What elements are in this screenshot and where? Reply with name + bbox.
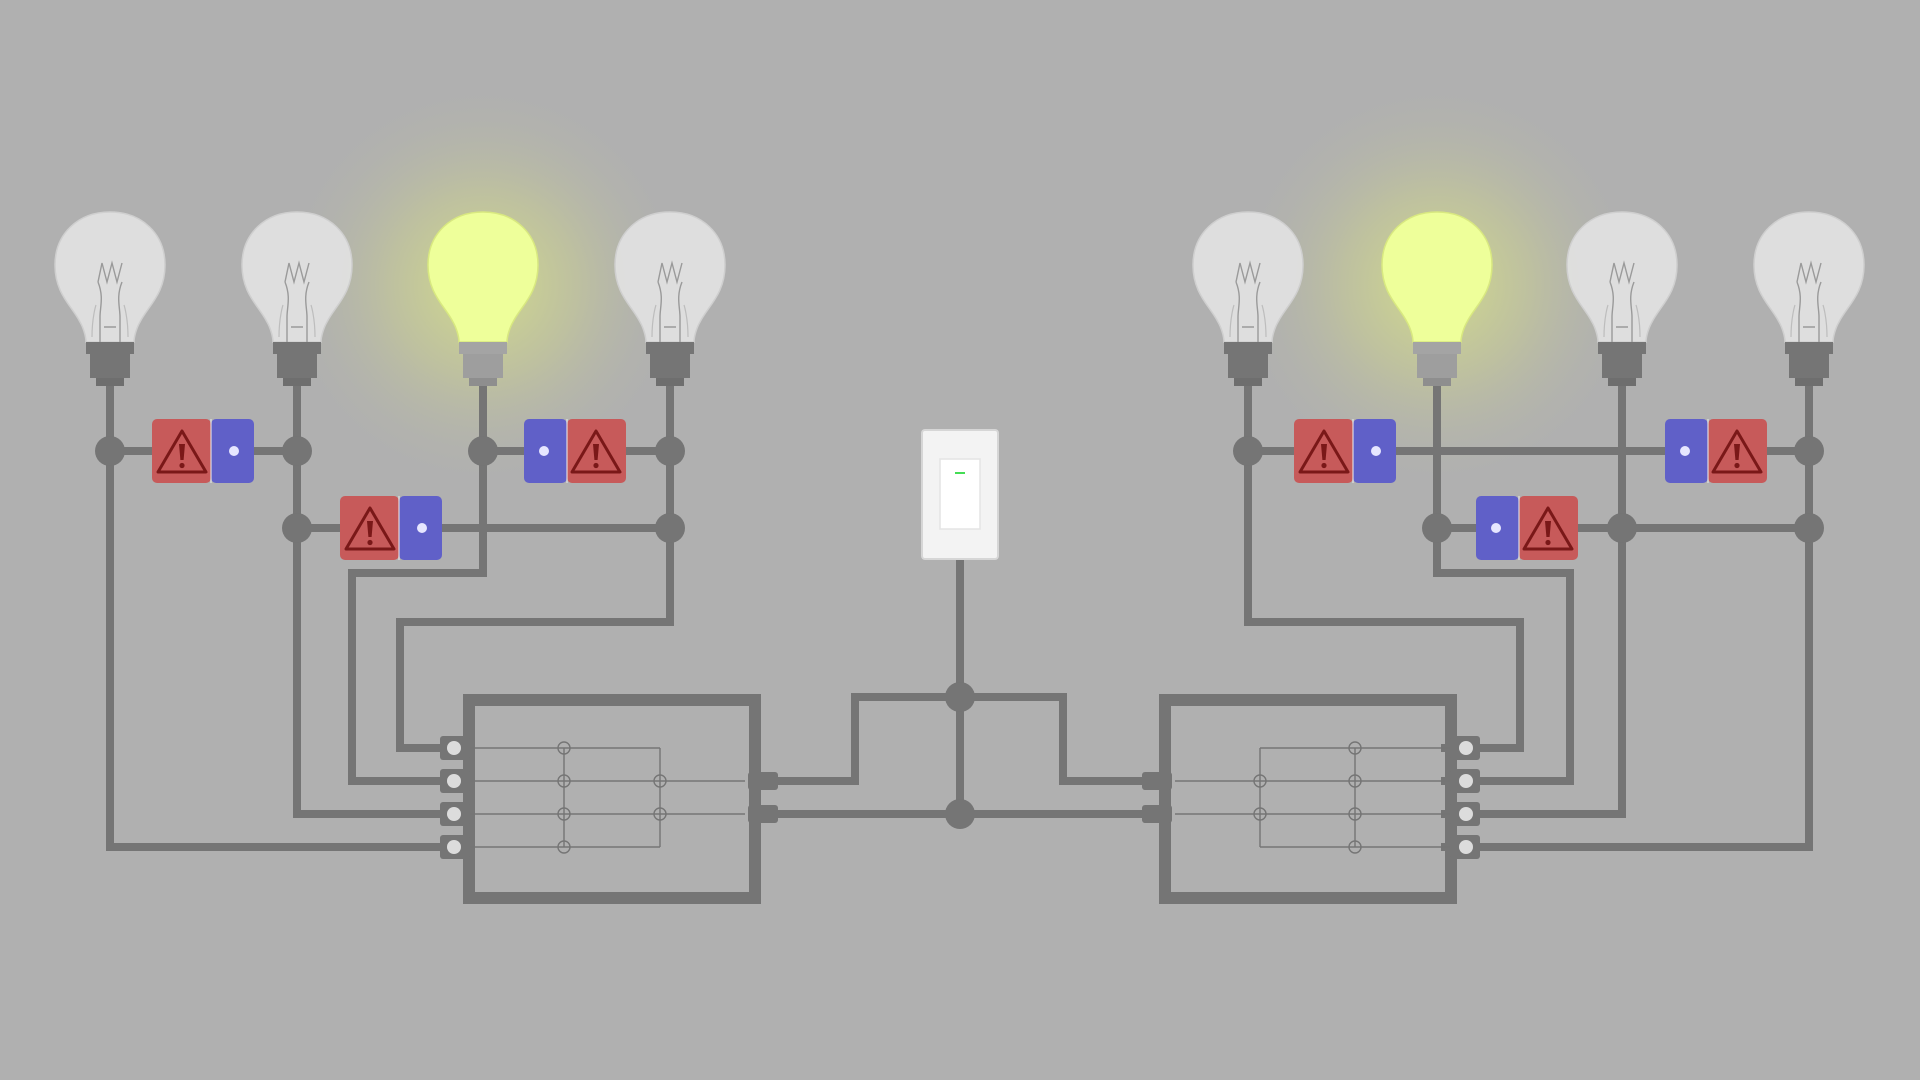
logic-gate-grid — [470, 741, 745, 854]
light-bulb-icon — [1753, 211, 1865, 386]
junctions — [95, 436, 1824, 829]
junction-dot — [655, 436, 685, 466]
diode-terminal-dot — [417, 523, 427, 533]
wire — [396, 386, 674, 752]
light-bulb-icon — [54, 211, 166, 386]
junction-dot — [945, 682, 975, 712]
light-bulb-icon — [1566, 211, 1678, 386]
warning-icon — [570, 429, 622, 474]
logic-box-left — [440, 694, 778, 904]
junction-dot — [468, 436, 498, 466]
junction-dot — [1422, 513, 1452, 543]
wire — [106, 386, 456, 851]
junction-dot — [655, 513, 685, 543]
diode-component[interactable] — [340, 496, 442, 560]
junction-dot — [1794, 436, 1824, 466]
junction-dot — [95, 436, 125, 466]
diode-component[interactable] — [1476, 496, 1578, 560]
warning-icon — [1711, 429, 1763, 474]
warning-icon — [1298, 429, 1350, 474]
indicator-light-icon — [955, 472, 965, 474]
logic-box-right — [1142, 694, 1480, 904]
diode-terminal-dot — [539, 446, 549, 456]
light-bulb-icon — [241, 211, 353, 386]
switch-rocker[interactable] — [939, 458, 981, 530]
warning-icon — [344, 506, 396, 551]
junction-dot — [282, 513, 312, 543]
junction-dot — [282, 436, 312, 466]
power-switch[interactable] — [921, 429, 999, 560]
light-bulb-icon — [427, 211, 539, 386]
junction-dot — [1607, 513, 1637, 543]
diode-terminal-dot — [1371, 446, 1381, 456]
junction-dot — [1233, 436, 1263, 466]
output-ports — [748, 772, 778, 823]
diode-terminal-dot — [1491, 523, 1501, 533]
wire — [348, 386, 487, 785]
output-ports — [1450, 736, 1480, 859]
diode-terminal-dot — [229, 446, 239, 456]
input-ports — [440, 736, 470, 859]
diode-component[interactable] — [1665, 419, 1767, 483]
warning-icon — [156, 429, 208, 474]
junction-dot — [1794, 513, 1824, 543]
bulbs — [54, 211, 1865, 386]
junction-dot — [945, 799, 975, 829]
wire — [1433, 386, 1574, 785]
diode-component[interactable] — [524, 419, 626, 483]
light-bulb-icon — [614, 211, 726, 386]
diode-component[interactable] — [152, 419, 254, 483]
warning-icon — [1522, 506, 1574, 551]
diode-component[interactable] — [1294, 419, 1396, 483]
input-ports — [1142, 772, 1172, 823]
logic-gate-grid — [1175, 741, 1450, 854]
light-bulb-icon — [1192, 211, 1304, 386]
diode-terminal-dot — [1680, 446, 1690, 456]
light-bulb-icon — [1381, 211, 1493, 386]
wire — [1244, 386, 1524, 752]
diodes — [152, 419, 1767, 560]
